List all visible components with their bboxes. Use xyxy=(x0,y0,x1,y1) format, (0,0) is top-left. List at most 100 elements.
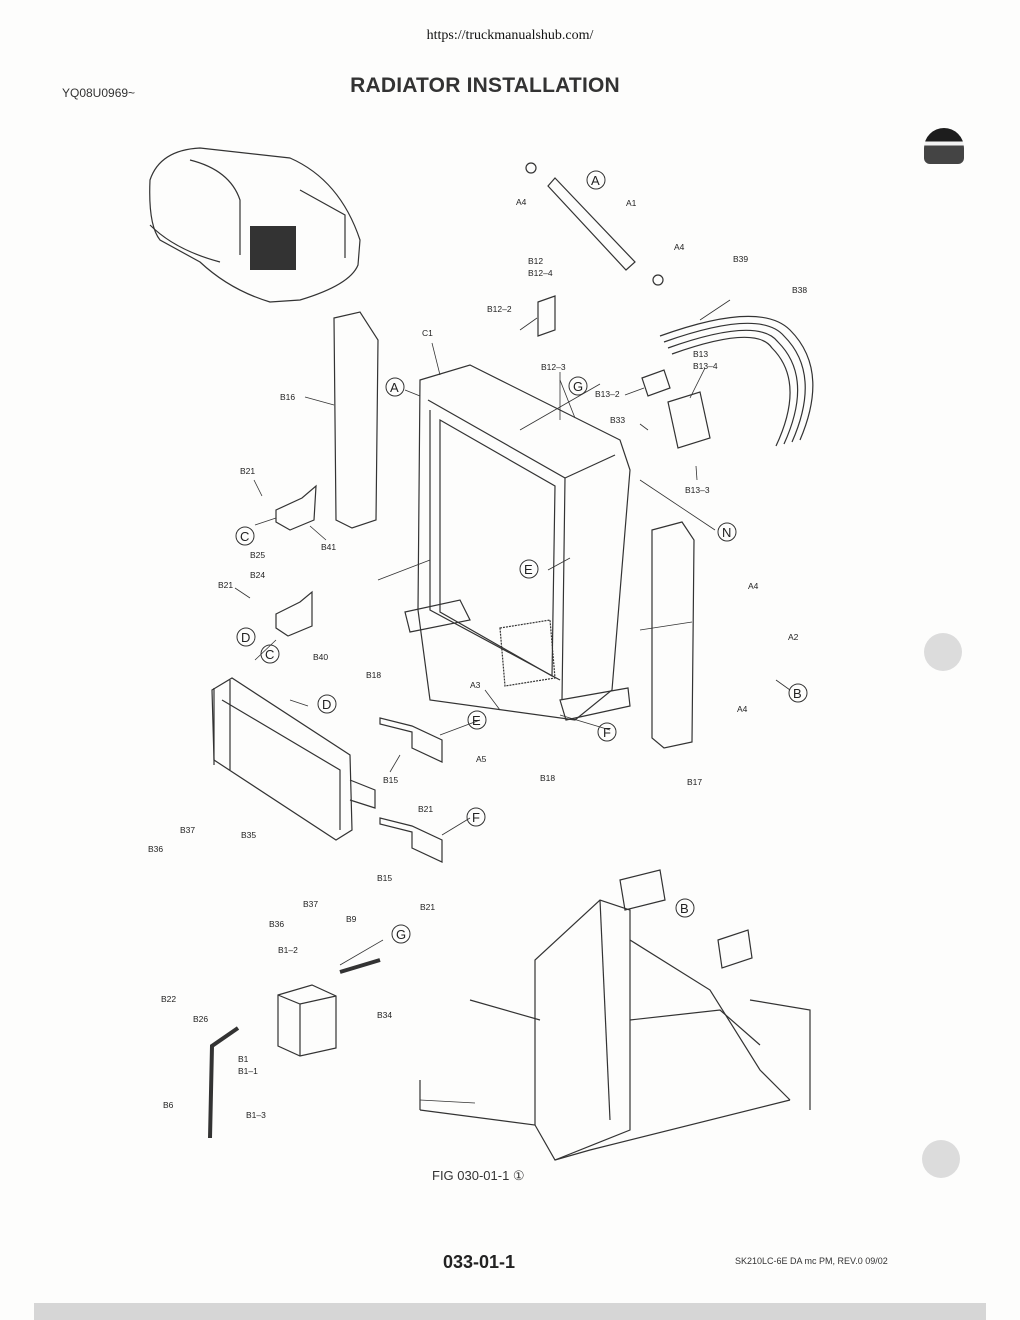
figure-caption: FIG 030-01-1 ① xyxy=(432,1168,525,1183)
svg-text:B9: B9 xyxy=(346,914,357,924)
oil-cooler-b35 xyxy=(211,677,376,841)
svg-text:B15: B15 xyxy=(377,873,392,883)
bracket-b15-upper xyxy=(379,717,443,763)
cover-b13 xyxy=(667,391,711,449)
svg-text:B40: B40 xyxy=(313,652,328,662)
svg-text:B16: B16 xyxy=(280,392,295,402)
svg-text:B1: B1 xyxy=(238,1054,249,1064)
section-tab-marker xyxy=(924,128,964,164)
svg-text:B1–1: B1–1 xyxy=(238,1066,258,1076)
svg-text:B26: B26 xyxy=(193,1014,208,1024)
svg-text:D: D xyxy=(241,630,250,645)
callout-d: D xyxy=(236,627,256,647)
svg-text:B1–2: B1–2 xyxy=(278,945,298,955)
svg-text:B13–2: B13–2 xyxy=(595,389,620,399)
binder-hole-middle xyxy=(924,633,962,671)
svg-text:B36: B36 xyxy=(269,919,284,929)
page-title: RADIATOR INSTALLATION xyxy=(350,74,620,97)
svg-text:B18: B18 xyxy=(366,670,381,680)
hose-b6 xyxy=(208,1026,240,1139)
callout-f-lower: F xyxy=(466,807,486,827)
svg-text:A: A xyxy=(390,380,399,395)
svg-text:B24: B24 xyxy=(250,570,265,580)
svg-text:B21: B21 xyxy=(420,902,435,912)
shroud-b17 xyxy=(651,521,695,749)
svg-text:B12–4: B12–4 xyxy=(528,268,553,278)
svg-text:B38: B38 xyxy=(792,285,807,295)
callout-c-lower: C xyxy=(260,644,280,664)
callout-n: N xyxy=(717,522,737,542)
svg-text:F: F xyxy=(603,725,611,740)
svg-text:B13–4: B13–4 xyxy=(693,361,718,371)
svg-text:B21: B21 xyxy=(218,580,233,590)
callout-d-lower: D xyxy=(317,694,337,714)
svg-text:B34: B34 xyxy=(377,1010,392,1020)
shroud-b16 xyxy=(333,311,379,529)
scan-bottom-edge xyxy=(34,1303,986,1320)
svg-text:C1: C1 xyxy=(422,328,433,338)
svg-text:G: G xyxy=(573,379,583,394)
svg-text:B22: B22 xyxy=(161,994,176,1004)
binder-hole-lower xyxy=(922,1140,960,1178)
bracket-b40 xyxy=(275,590,313,637)
source-url: https://truckmanualshub.com/ xyxy=(426,28,594,43)
svg-text:A4: A4 xyxy=(516,197,527,207)
svg-text:B33: B33 xyxy=(610,415,625,425)
svg-text:N: N xyxy=(722,525,731,540)
svg-text:A3: A3 xyxy=(470,680,481,690)
plate-b13-2 xyxy=(641,369,671,397)
svg-text:B13: B13 xyxy=(693,349,708,359)
bracket-b15-lower xyxy=(379,817,443,863)
hose-bundle-b38 xyxy=(659,315,814,447)
svg-text:A4: A4 xyxy=(737,704,748,714)
radiator-core-c1 xyxy=(404,364,631,721)
svg-text:B6: B6 xyxy=(163,1100,174,1110)
leader-lines xyxy=(234,299,791,1104)
reserve-tank-b1 xyxy=(277,984,337,1057)
callout-a: A xyxy=(385,377,405,397)
brace-a1 xyxy=(525,162,664,286)
callout-b-lower: B xyxy=(675,898,695,918)
svg-text:B35: B35 xyxy=(241,830,256,840)
callout-e: E xyxy=(519,559,539,579)
bracket-b12 xyxy=(537,295,556,337)
svg-text:B13–3: B13–3 xyxy=(685,485,710,495)
svg-text:B17: B17 xyxy=(687,777,702,787)
svg-text:B18: B18 xyxy=(540,773,555,783)
svg-text:A: A xyxy=(591,173,600,188)
callout-g-top: G xyxy=(568,376,588,396)
callout-c: C xyxy=(235,526,255,546)
svg-text:B41: B41 xyxy=(321,542,336,552)
svg-text:C: C xyxy=(265,647,274,662)
pipe-b9 xyxy=(339,958,381,974)
callout-f: F xyxy=(597,722,617,742)
callout-b: B xyxy=(788,683,808,703)
svg-text:A5: A5 xyxy=(476,754,487,764)
svg-text:B15: B15 xyxy=(383,775,398,785)
callout-g: G xyxy=(391,924,411,944)
svg-text:B: B xyxy=(680,901,689,916)
svg-text:D: D xyxy=(322,697,331,712)
svg-text:B25: B25 xyxy=(250,550,265,560)
svg-text:A4: A4 xyxy=(748,581,759,591)
bracket-b41 xyxy=(275,484,317,531)
svg-text:B37: B37 xyxy=(303,899,318,909)
document-code: YQ08U0969~ xyxy=(62,86,136,100)
svg-text:B37: B37 xyxy=(180,825,195,835)
machine-overview-inset xyxy=(149,147,361,303)
svg-text:A2: A2 xyxy=(788,632,799,642)
svg-text:B39: B39 xyxy=(733,254,748,264)
svg-text:B21: B21 xyxy=(418,804,433,814)
page-number: 033-01-1 xyxy=(443,1252,516,1272)
revision-note: SK210LC-6E DA mc PM, REV.0 09/02 xyxy=(735,1256,888,1266)
svg-text:A1: A1 xyxy=(626,198,637,208)
svg-text:B12: B12 xyxy=(528,256,543,266)
machine-frame xyxy=(419,869,811,1161)
svg-text:B: B xyxy=(793,686,802,701)
svg-text:G: G xyxy=(396,927,406,942)
svg-text:F: F xyxy=(472,810,480,825)
svg-text:E: E xyxy=(524,562,533,577)
svg-text:B1–3: B1–3 xyxy=(246,1110,266,1120)
